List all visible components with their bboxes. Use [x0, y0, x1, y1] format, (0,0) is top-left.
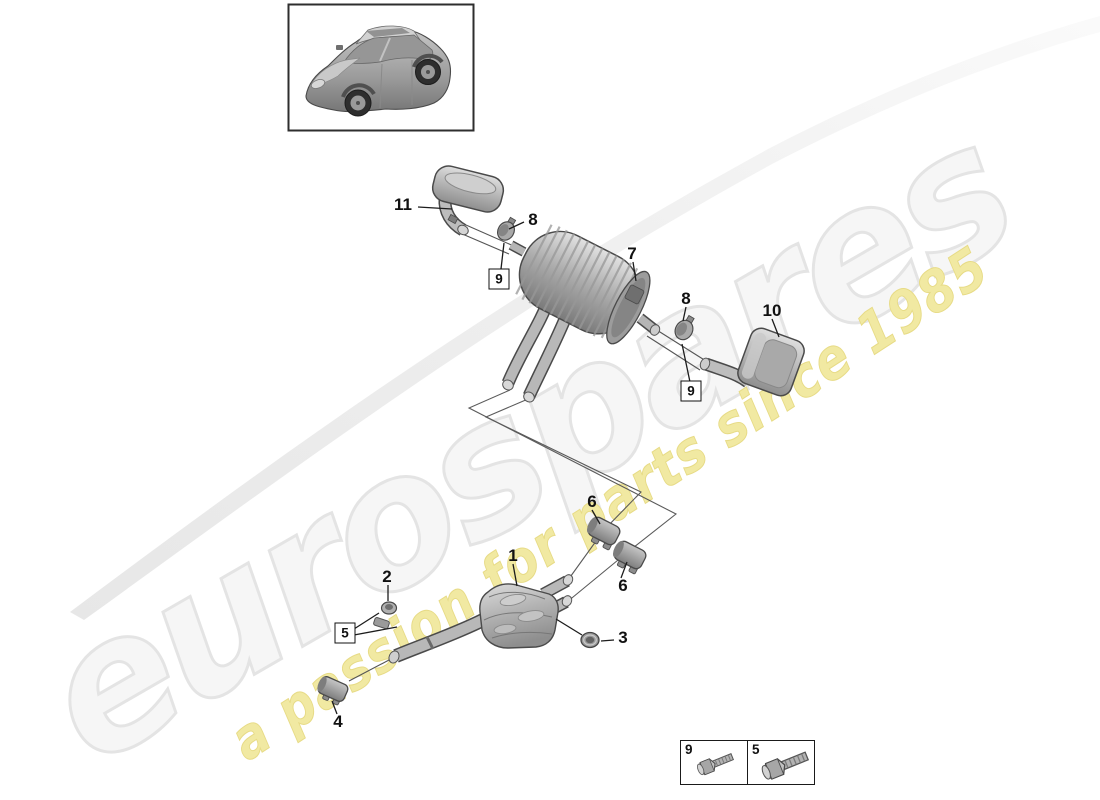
exhaust-tip-right: [699, 327, 805, 397]
clamp-right: [674, 314, 695, 341]
hanger-clamp-lower: [612, 540, 647, 575]
front-muffler: [388, 574, 574, 664]
hanger-clamp-upper: [586, 516, 621, 551]
legend-number: 5: [752, 742, 760, 757]
legend-item-bolt-large: 5: [748, 741, 814, 784]
legend-item-bolt-small: 9: [681, 741, 748, 784]
tip-bracket: [447, 213, 459, 225]
clamp-sleeve: [317, 676, 349, 706]
rear-muffler: [502, 224, 661, 403]
leader-lines: [331, 206, 780, 715]
bolt-large-icon: [761, 751, 810, 780]
exhaust-tip-left: [431, 165, 505, 236]
joint-axis-lines: [348, 224, 707, 682]
suv-illustration: [305, 25, 452, 117]
legend-number: 9: [685, 742, 693, 757]
assembly-guide-lines: [467, 389, 678, 603]
mount-nut: [373, 601, 398, 630]
clamp-upper: [496, 216, 517, 241]
vehicle-thumbnail: [287, 3, 475, 132]
fastener-legend: 9 5: [680, 740, 815, 785]
bolt-small-icon: [697, 753, 735, 776]
rubber-grommet: [580, 631, 600, 649]
watermark-brand-text: eurospares: [8, 84, 1045, 800]
